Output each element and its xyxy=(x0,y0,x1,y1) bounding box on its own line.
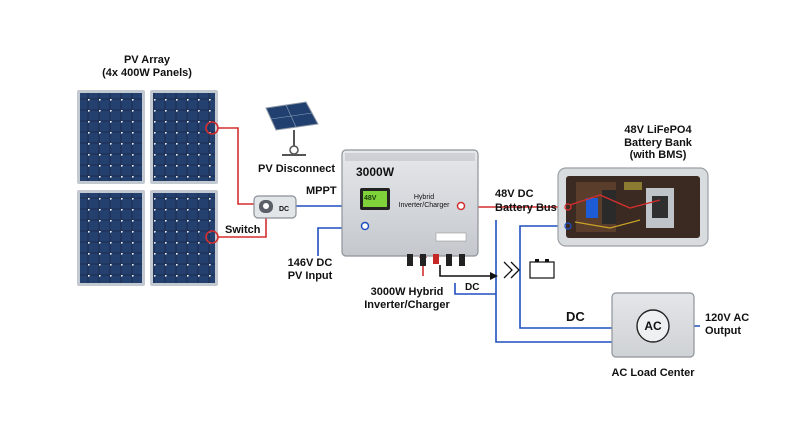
ac-output-line1: 120V AC xyxy=(705,312,750,324)
ac-output-line2: Output xyxy=(705,324,742,337)
battery-terminal xyxy=(456,201,466,211)
pv-array-title-line: PV Array xyxy=(123,54,171,66)
inverter-face-line1: Hybrid xyxy=(413,194,435,201)
inverter-face-label: Hybrid Inverter/Charger xyxy=(396,194,452,210)
ac-output-label: 120V AC Output xyxy=(705,312,749,337)
solar-panel-1 xyxy=(77,90,145,184)
ac-load-center-label: AC Load Center xyxy=(611,367,695,379)
inverter-caption: 3000W Hybrid Inverter/Charger xyxy=(360,286,454,311)
pv-array-title: PV Array (4x 400W Panels) xyxy=(92,54,202,79)
pv-disconnect-label: PV Disconnect xyxy=(258,163,336,175)
inverter-caption-line2: Inverter/Charger xyxy=(364,298,450,311)
inverter-unit xyxy=(341,149,479,266)
battery-bank xyxy=(557,167,709,247)
arrow-right-icon xyxy=(490,272,498,280)
pv-positive-wire-top xyxy=(218,127,258,205)
solar-panel-3 xyxy=(77,190,145,286)
battery-title-line3: (with BMS) xyxy=(629,149,687,162)
dc-switch-label: DC xyxy=(279,206,290,213)
battery-icon xyxy=(503,259,555,279)
pv-positive-wire-bottom xyxy=(218,214,267,238)
battery-title-line2: Battery Bank xyxy=(624,136,692,149)
inverter-rating: 3000W xyxy=(356,165,395,179)
dc-arrow-line xyxy=(439,265,494,277)
pv-input-label: 146V DC PV Input xyxy=(280,257,340,282)
pv-input-terminal xyxy=(360,221,370,231)
dc-switch-icon xyxy=(253,195,297,219)
pv-array-subtitle: (4x 400W Panels) xyxy=(102,66,192,79)
battery-bus-label: 48V DC Battery Bus xyxy=(495,188,557,216)
inverter-face-line2: Inverter/Charger xyxy=(398,202,450,210)
battery-bus-line1: 48V DC xyxy=(495,188,534,200)
battery-bus-line2: Battery Bus xyxy=(495,201,557,214)
inverter-ports xyxy=(435,232,467,242)
ac-symbol-label: AC xyxy=(644,319,662,333)
pv-input-line2: PV Input xyxy=(287,269,333,282)
display-readout: 48V xyxy=(364,195,377,202)
pv-input-line1: 146V DC xyxy=(287,257,333,269)
mppt-label: MPPT xyxy=(306,185,337,197)
solar-panel-icon xyxy=(265,101,319,156)
switch-label: Switch xyxy=(225,224,261,236)
inverter-caption-line1: 3000W Hybrid xyxy=(370,286,444,298)
inverter-return-wire xyxy=(454,283,496,295)
battery-bank-title: 48V LiFePO4 Battery Bank (with BMS) xyxy=(610,124,706,162)
battery-bus-negative-wire xyxy=(519,225,616,329)
battery-title-line1: 48V LiFePO4 xyxy=(624,124,692,136)
dc-large-label: DC xyxy=(566,309,585,324)
pv-array xyxy=(77,90,219,286)
ac-load-center xyxy=(611,292,695,358)
solar-panel-2 xyxy=(150,90,218,184)
ac-source-icon xyxy=(636,309,670,343)
dc-small-label: DC xyxy=(465,282,480,293)
solar-panel-4 xyxy=(150,190,218,286)
ac-feed-wire xyxy=(495,220,612,343)
